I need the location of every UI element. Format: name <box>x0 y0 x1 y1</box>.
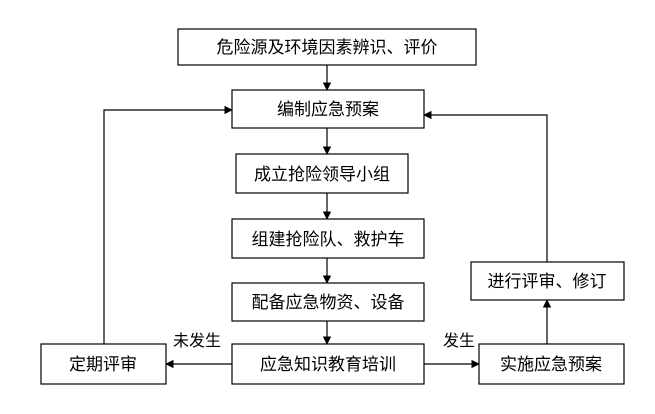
node-training: 应急知识教育培训 <box>231 343 425 385</box>
node-establish-team-label: 成立抢险领导小组 <box>254 165 390 185</box>
edge-label-not-occurred: 未发生 <box>173 331 221 350</box>
node-hazard-identification: 危险源及环境因素辨识、评价 <box>177 28 477 66</box>
node-compile-plan: 编制应急预案 <box>231 89 425 129</box>
node-periodic-review: 定期评审 <box>40 343 167 385</box>
node-compile-plan-label: 编制应急预案 <box>277 100 379 120</box>
node-form-rescue-team: 组建抢险队、救护车 <box>231 218 425 259</box>
node-hazard-identification-label: 危险源及环境因素辨识、评价 <box>217 38 438 58</box>
node-review-revise: 进行评审、修订 <box>470 261 625 301</box>
node-prepare-supplies-label: 配备应急物资、设备 <box>252 293 405 313</box>
node-implement-plan: 实施应急预案 <box>478 343 625 385</box>
node-form-rescue-team-label: 组建抢险队、救护车 <box>252 230 405 250</box>
node-review-revise-label: 进行评审、修订 <box>488 272 607 292</box>
node-training-label: 应急知识教育培训 <box>260 355 396 375</box>
arrow-review-loop-to-plan <box>103 105 233 344</box>
arrow-revise-loop-to-plan <box>423 110 548 262</box>
node-prepare-supplies: 配备应急物资、设备 <box>231 282 425 322</box>
node-establish-team: 成立抢险领导小组 <box>235 153 409 194</box>
node-periodic-review-label: 定期评审 <box>69 355 137 375</box>
node-implement-plan-label: 实施应急预案 <box>500 355 602 375</box>
connectors <box>103 65 552 369</box>
edge-label-occurred: 发生 <box>443 331 475 350</box>
